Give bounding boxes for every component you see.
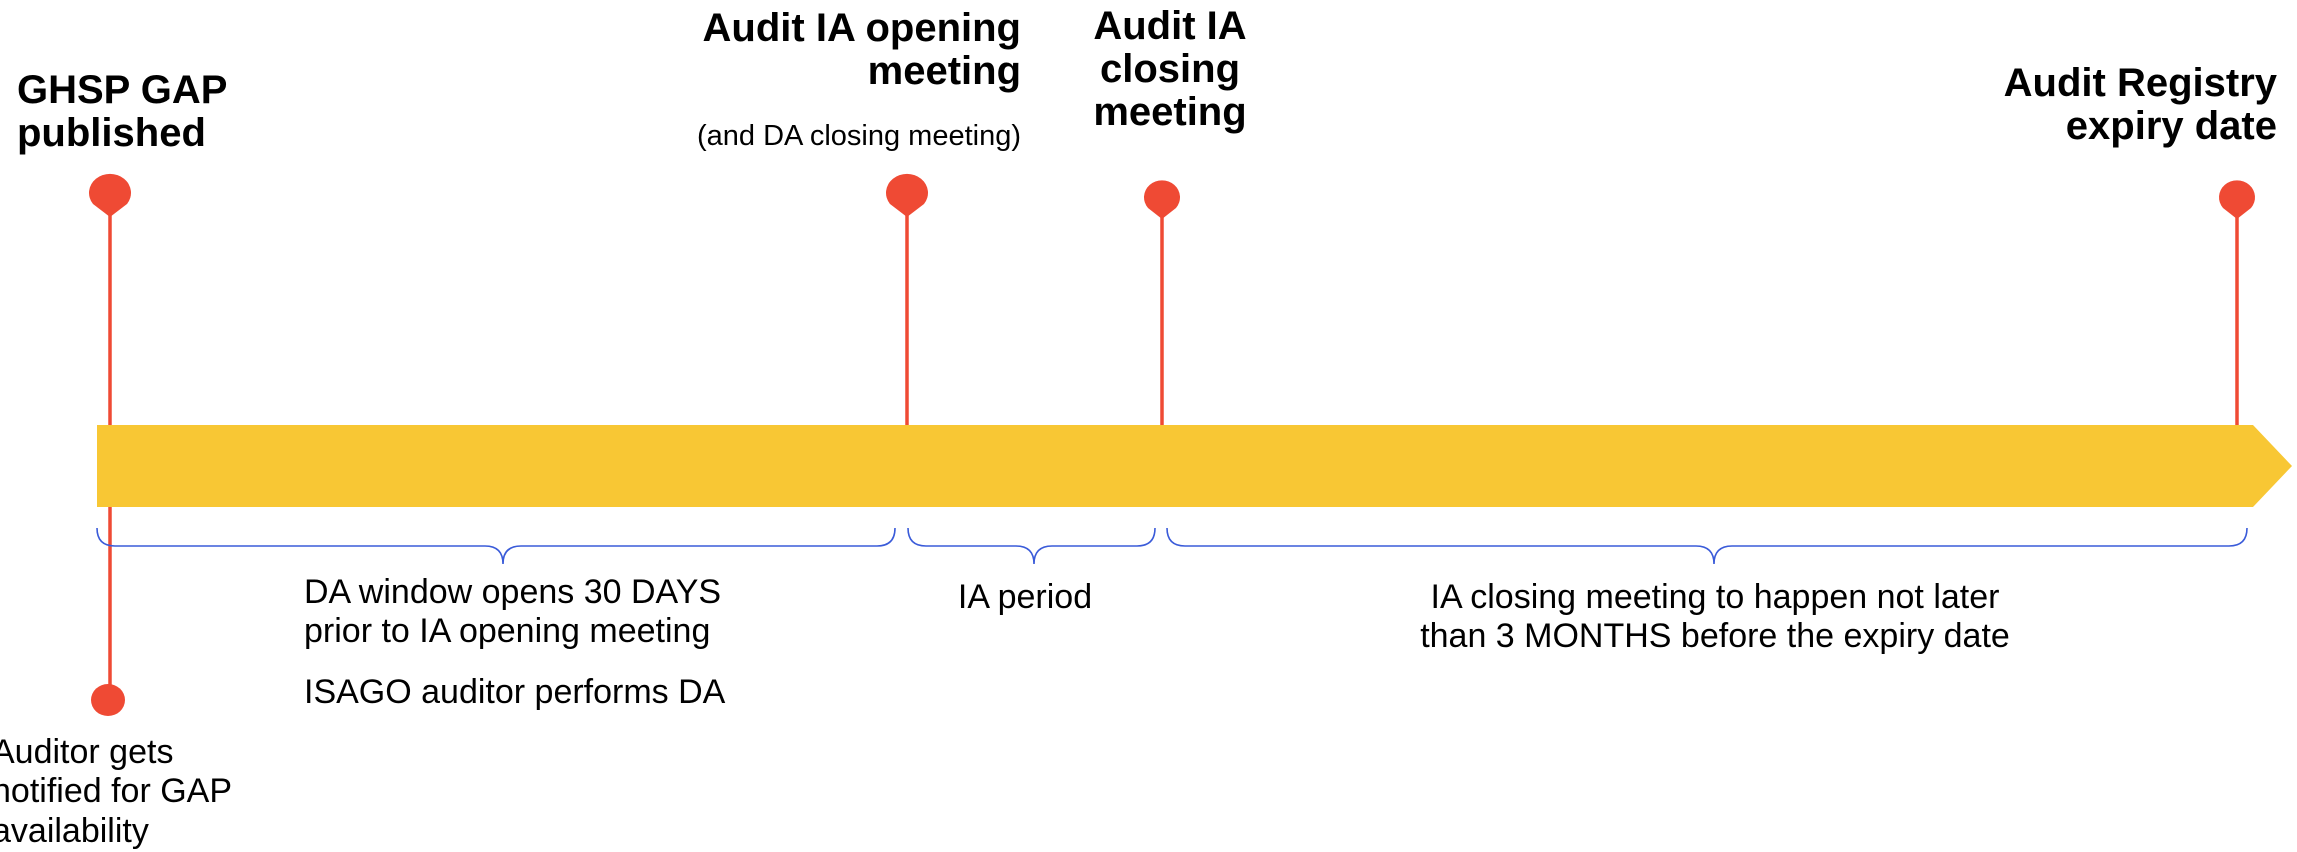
period-label-da-window: DA window opens 30 DAYS prior to IA open… [304, 573, 722, 651]
brace-closing-window [1166, 527, 2248, 565]
milestone-pin-gap-published [89, 173, 131, 217]
period-extra-da-window: ISAGO auditor performs DA [304, 673, 726, 711]
brace-da-window [96, 527, 896, 565]
milestone-pin-ia-closing [1144, 180, 1180, 219]
period-label-closing-window: IA closing meeting to happen not later t… [1420, 578, 2010, 656]
milestone-title-registry-expiry: Audit Registry expiry date [2003, 61, 2277, 149]
milestone-title-ia-closing: Audit IA closing meeting [1093, 4, 1247, 135]
milestone-title-ia-opening: Audit IA opening meeting [702, 6, 1021, 94]
milestone-pin-registry-expiry [2219, 180, 2255, 219]
period-label-ia-period: IA period [957, 578, 1093, 616]
brace-ia-period [907, 527, 1156, 565]
milestone-title-gap-published: GHSP GAP published [17, 68, 228, 156]
timeline-arrow [97, 425, 2292, 507]
milestone-pin-ia-opening [886, 173, 928, 217]
milestone-pin-gap-notified [91, 684, 125, 716]
milestone-note-ia-opening: (and DA closing meeting) [697, 120, 1021, 152]
gap-notification-label: Auditor gets notified for GAP availabili… [0, 733, 233, 850]
